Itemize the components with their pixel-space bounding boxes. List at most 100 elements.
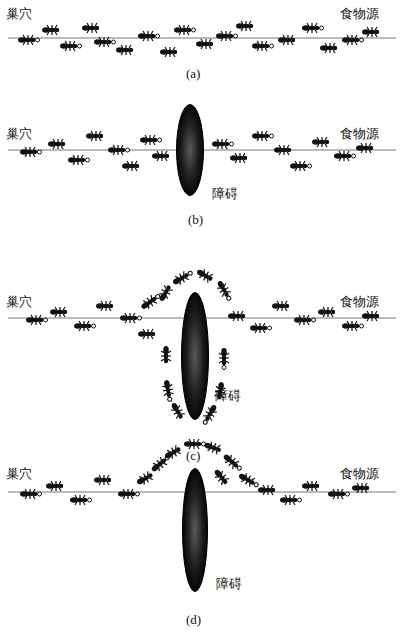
food-crumb [156,34,160,38]
ant-thorax [349,324,355,328]
place-label: 食物源 [340,126,379,142]
food-crumb [298,498,302,502]
ant-head [129,48,133,52]
ant-head [177,413,183,419]
ant-icon [122,161,139,171]
ant-icon [203,440,223,455]
ant-head [131,492,135,496]
ant-abdomen [116,47,124,53]
ant-icon [68,155,90,165]
ant-icon [272,301,289,311]
ant-thorax [145,34,151,38]
ant-abdomen [96,303,104,309]
ant-icon [236,21,253,31]
food-crumb [268,326,272,330]
obstacle-ellipse [182,293,209,420]
ant-thorax [25,38,31,42]
obstacle-ellipse [177,105,204,196]
ant-head [151,34,155,38]
ant-head [209,42,213,46]
ant-icon [138,329,155,339]
place-label: 食物源 [340,294,379,310]
ant-head [265,134,269,138]
ant-icon [82,23,99,33]
ant-head [153,138,157,142]
ant-thorax [309,484,315,488]
obstacle-shape [181,292,209,420]
ant-head [241,314,245,318]
ant-thorax [309,26,315,30]
ant-head [307,318,311,322]
ant-head [73,44,77,48]
ant-abdomen [352,485,360,491]
ant-icon [334,151,356,161]
ant-head [243,156,247,160]
ant-abdomen [50,309,58,315]
ant-abdomen [216,33,224,39]
ant-thorax [129,164,135,168]
ant-head [263,326,267,330]
ant-thorax [103,304,109,308]
ant-icon [318,307,335,317]
ant-thorax [301,318,307,322]
ant-head [165,154,169,158]
food-crumb [138,316,142,320]
ant-abdomen [278,37,286,43]
food-crumb [112,40,116,44]
ant-abdomen [118,491,126,497]
ant-icon [302,481,319,491]
ant-thorax [53,484,59,488]
ant-abdomen [122,163,130,169]
ant-head [287,148,291,152]
ant-icon [160,47,177,57]
ant-icon [108,145,130,155]
ant-head [81,158,85,162]
ant-abdomen [74,323,82,329]
ant-thorax [27,150,33,154]
ant-icon [362,311,379,321]
ant-thorax [75,158,81,162]
food-crumb [126,148,130,152]
place-label: 食物源 [340,466,379,482]
ant-abdomen [328,491,336,497]
ant-thorax [363,146,369,150]
ant-head [99,134,103,138]
ant-abdomen [82,25,90,31]
ant-thorax [123,48,129,52]
food-crumb [360,324,364,328]
ant-head [173,50,177,54]
ant-thorax [259,134,265,138]
ant-abdomen [356,145,364,151]
ant-icon [42,25,59,35]
ant-head [31,38,35,42]
ant-icon [46,481,63,491]
ant-thorax [349,38,355,42]
food-crumb [360,38,364,42]
food-crumb [352,154,356,158]
ant-icon [195,267,215,284]
ant-icon [60,41,82,51]
ant-icon [228,311,245,321]
ant-abdomen [342,323,350,329]
ant-abdomen [274,147,282,153]
ant-abdomen [42,27,50,33]
place-label: 食物源 [340,6,379,22]
ant-icon [163,444,183,461]
ant-thorax [369,30,375,34]
ant-thorax [319,140,325,144]
ant-abdomen [94,39,102,45]
ant-abdomen [212,141,220,147]
ant-head [175,446,181,452]
ant-thorax [281,148,287,152]
ant-abdomen [250,325,258,331]
ant-group [18,21,379,505]
ant-icon [171,268,195,287]
ant-icon [138,31,160,41]
ant-icon [96,301,113,311]
ant-abdomen [20,491,28,497]
ant-head [265,44,269,48]
ant-icon [280,495,302,505]
ant-head [333,46,337,50]
ant-icon [362,27,379,37]
ant-head [355,324,359,328]
